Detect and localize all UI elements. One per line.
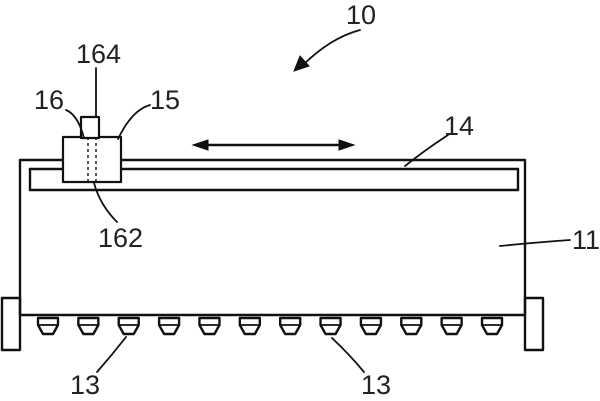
label-sensor: 16 (34, 85, 64, 115)
label-carriage: 15 (150, 85, 180, 115)
leader-16 (65, 109, 85, 139)
label-nozzle-right: 13 (361, 370, 391, 400)
nozzle (198, 316, 221, 336)
device-arrow (293, 29, 361, 72)
label-carrier-top: 164 (76, 39, 121, 69)
leader-162 (93, 182, 118, 223)
housing-body (18, 158, 527, 317)
nozzle (359, 316, 383, 336)
left-foot (0, 296, 22, 352)
leader-15 (117, 104, 151, 140)
movement-arrow (191, 139, 356, 151)
label-device: 10 (346, 0, 376, 30)
label-nozzle-left: 13 (70, 370, 100, 400)
leader-11 (499, 239, 571, 247)
label-sensor-bottom: 162 (98, 223, 143, 253)
leader-13-left (96, 336, 127, 373)
nozzle (480, 316, 504, 336)
right-foot (523, 296, 545, 352)
nozzle (319, 316, 342, 336)
nozzle (77, 316, 100, 336)
leader-14 (404, 134, 449, 167)
nozzle (117, 316, 140, 336)
nozzle (36, 316, 60, 336)
carriage-block (61, 135, 123, 184)
leader-13-right (331, 337, 365, 373)
label-body: 11 (572, 225, 600, 255)
nozzle (238, 316, 262, 336)
nozzle-row (36, 316, 504, 336)
nozzle (278, 316, 302, 336)
nozzle (400, 316, 423, 336)
nozzle (157, 316, 181, 336)
nozzle (440, 316, 463, 336)
label-rail: 14 (444, 111, 474, 141)
